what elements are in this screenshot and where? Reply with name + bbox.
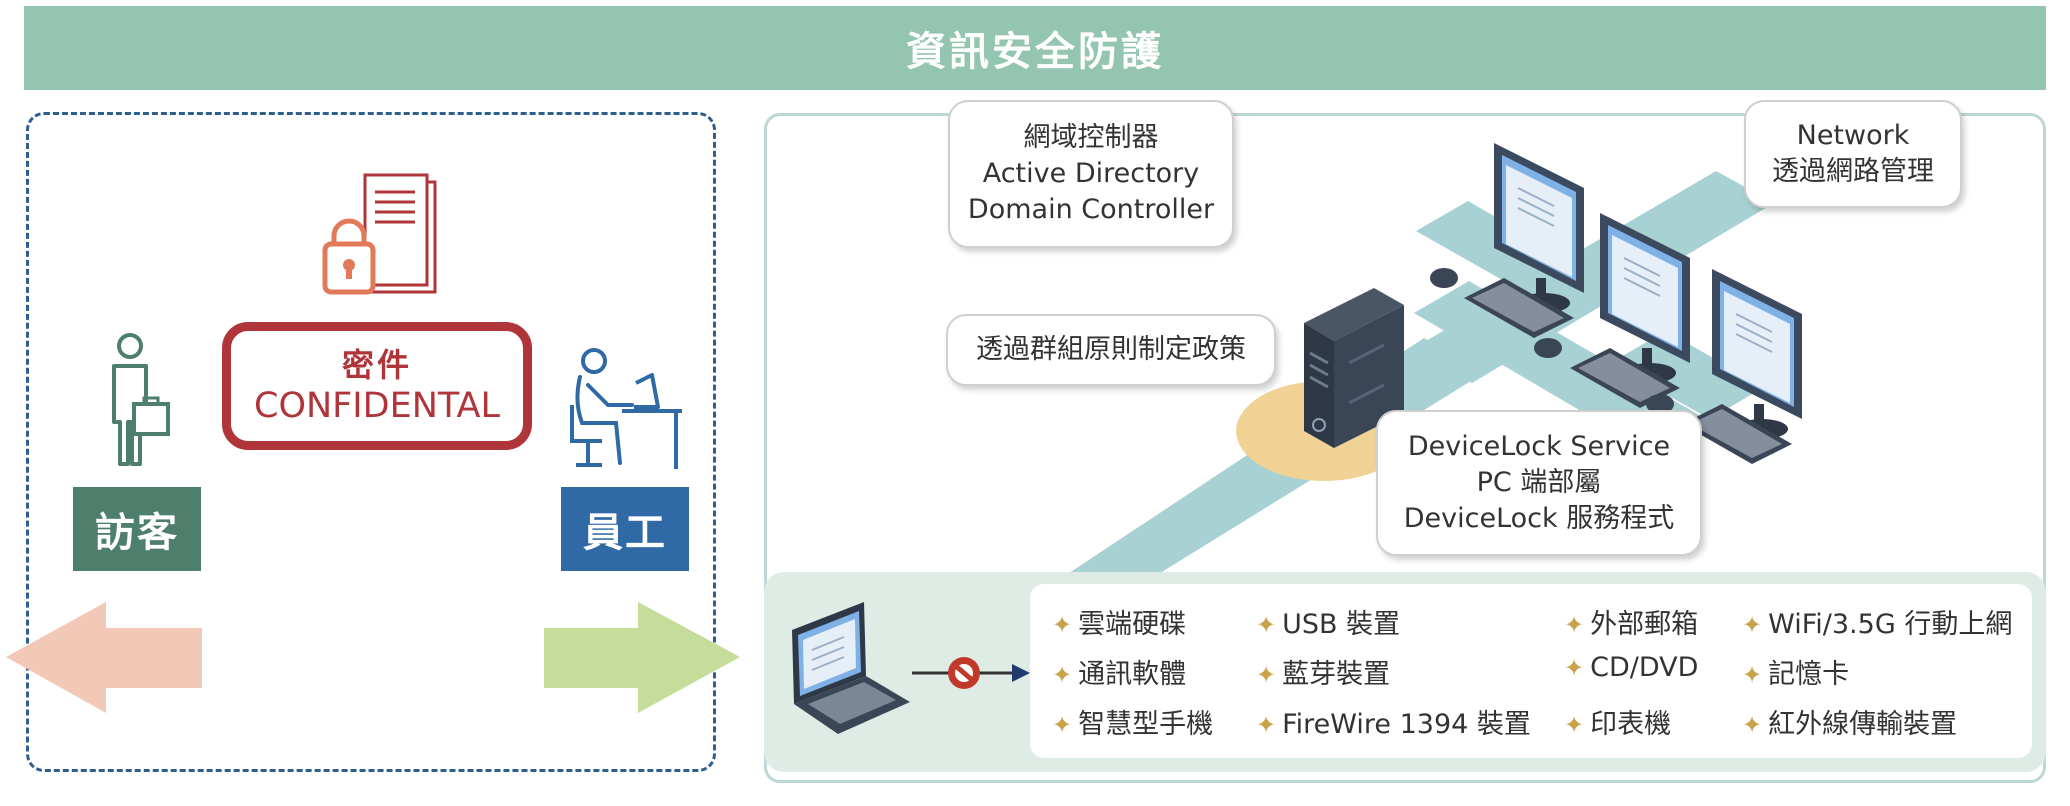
devicelock-line2: PC 端部屬	[1476, 467, 1602, 498]
domain-controller-line1: 網域控制器	[1023, 122, 1159, 153]
device-item: ✦藍芽裝置	[1256, 659, 1391, 690]
network-line2: 透過網路管理	[1772, 156, 1934, 187]
staff-label: 員工	[561, 487, 689, 571]
device-item: ✦WiFi/3.5G 行動上網	[1742, 609, 2013, 640]
banner-title: 資訊安全防護	[24, 6, 2046, 90]
domain-controller-callout: 網域控制器 Active Directory Domain Controller	[948, 100, 1234, 248]
star-icon: ✦	[1052, 611, 1073, 639]
desktop-computer-icon	[1646, 269, 1802, 464]
star-icon: ✦	[1564, 711, 1585, 739]
device-item: ✦印表機	[1564, 709, 1672, 740]
block-icon	[948, 657, 980, 689]
domain-controller-line3: Domain Controller	[967, 194, 1215, 225]
device-list: ✦雲端硬碟 ✦通訊軟體 ✦智慧型手機 ✦USB 裝置 ✦藍芽裝置 ✦FireWi…	[1030, 584, 2032, 758]
star-icon: ✦	[1742, 661, 1763, 689]
confidential-badge: 密件 CONFIDENTAL	[222, 322, 532, 450]
network-callout: Network 透過網路管理	[1744, 100, 1962, 208]
arrow-left-icon	[6, 602, 202, 713]
blocked-connection	[912, 657, 1030, 689]
devicelock-line1: DeviceLock Service	[1407, 431, 1671, 462]
network-diagram	[1054, 143, 1802, 583]
desktop-computer-icon	[1534, 213, 1690, 408]
star-icon: ✦	[1742, 711, 1763, 739]
star-icon: ✦	[1564, 654, 1585, 682]
device-item: ✦雲端硬碟	[1052, 609, 1187, 640]
arrow-right-icon	[544, 602, 740, 713]
domain-controller-line2: Active Directory	[982, 158, 1200, 189]
device-item: ✦USB 裝置	[1256, 609, 1401, 640]
laptop-icon	[792, 602, 910, 734]
devicelock-line3: DeviceLock 服務程式	[1403, 503, 1675, 534]
desktop-computer-icon	[1430, 143, 1584, 338]
device-item: ✦外部郵箱	[1564, 609, 1699, 640]
star-icon: ✦	[1256, 711, 1277, 739]
network-zone	[764, 113, 2046, 783]
internal-zone	[26, 112, 716, 772]
confidential-english: CONFIDENTAL	[254, 386, 500, 426]
device-item: ✦智慧型手機	[1052, 709, 1214, 740]
visitor-person-icon	[112, 333, 170, 466]
visitor-label: 訪客	[73, 487, 201, 571]
group-policy-callout: 透過群組原則制定政策	[946, 314, 1276, 386]
document-lock-icon	[322, 173, 437, 295]
star-icon: ✦	[1256, 661, 1277, 689]
star-icon: ✦	[1256, 611, 1277, 639]
device-item: ✦記憶卡	[1742, 659, 1850, 690]
star-icon: ✦	[1052, 661, 1073, 689]
device-item: ✦CD/DVD	[1564, 652, 1699, 683]
employee-desk-icon	[570, 348, 682, 469]
network-line1: Network	[1796, 120, 1910, 151]
devicelock-callout: DeviceLock Service PC 端部屬 DeviceLock 服務程…	[1376, 410, 1702, 556]
star-icon: ✦	[1052, 711, 1073, 739]
confidential-chinese: 密件	[341, 346, 412, 384]
device-item: ✦FireWire 1394 裝置	[1256, 709, 1531, 740]
device-item: ✦通訊軟體	[1052, 659, 1187, 690]
star-icon: ✦	[1742, 611, 1763, 639]
group-policy-text: 透過群組原則制定政策	[976, 334, 1246, 365]
star-icon: ✦	[1564, 611, 1585, 639]
device-item: ✦紅外線傳輸裝置	[1742, 709, 1958, 740]
